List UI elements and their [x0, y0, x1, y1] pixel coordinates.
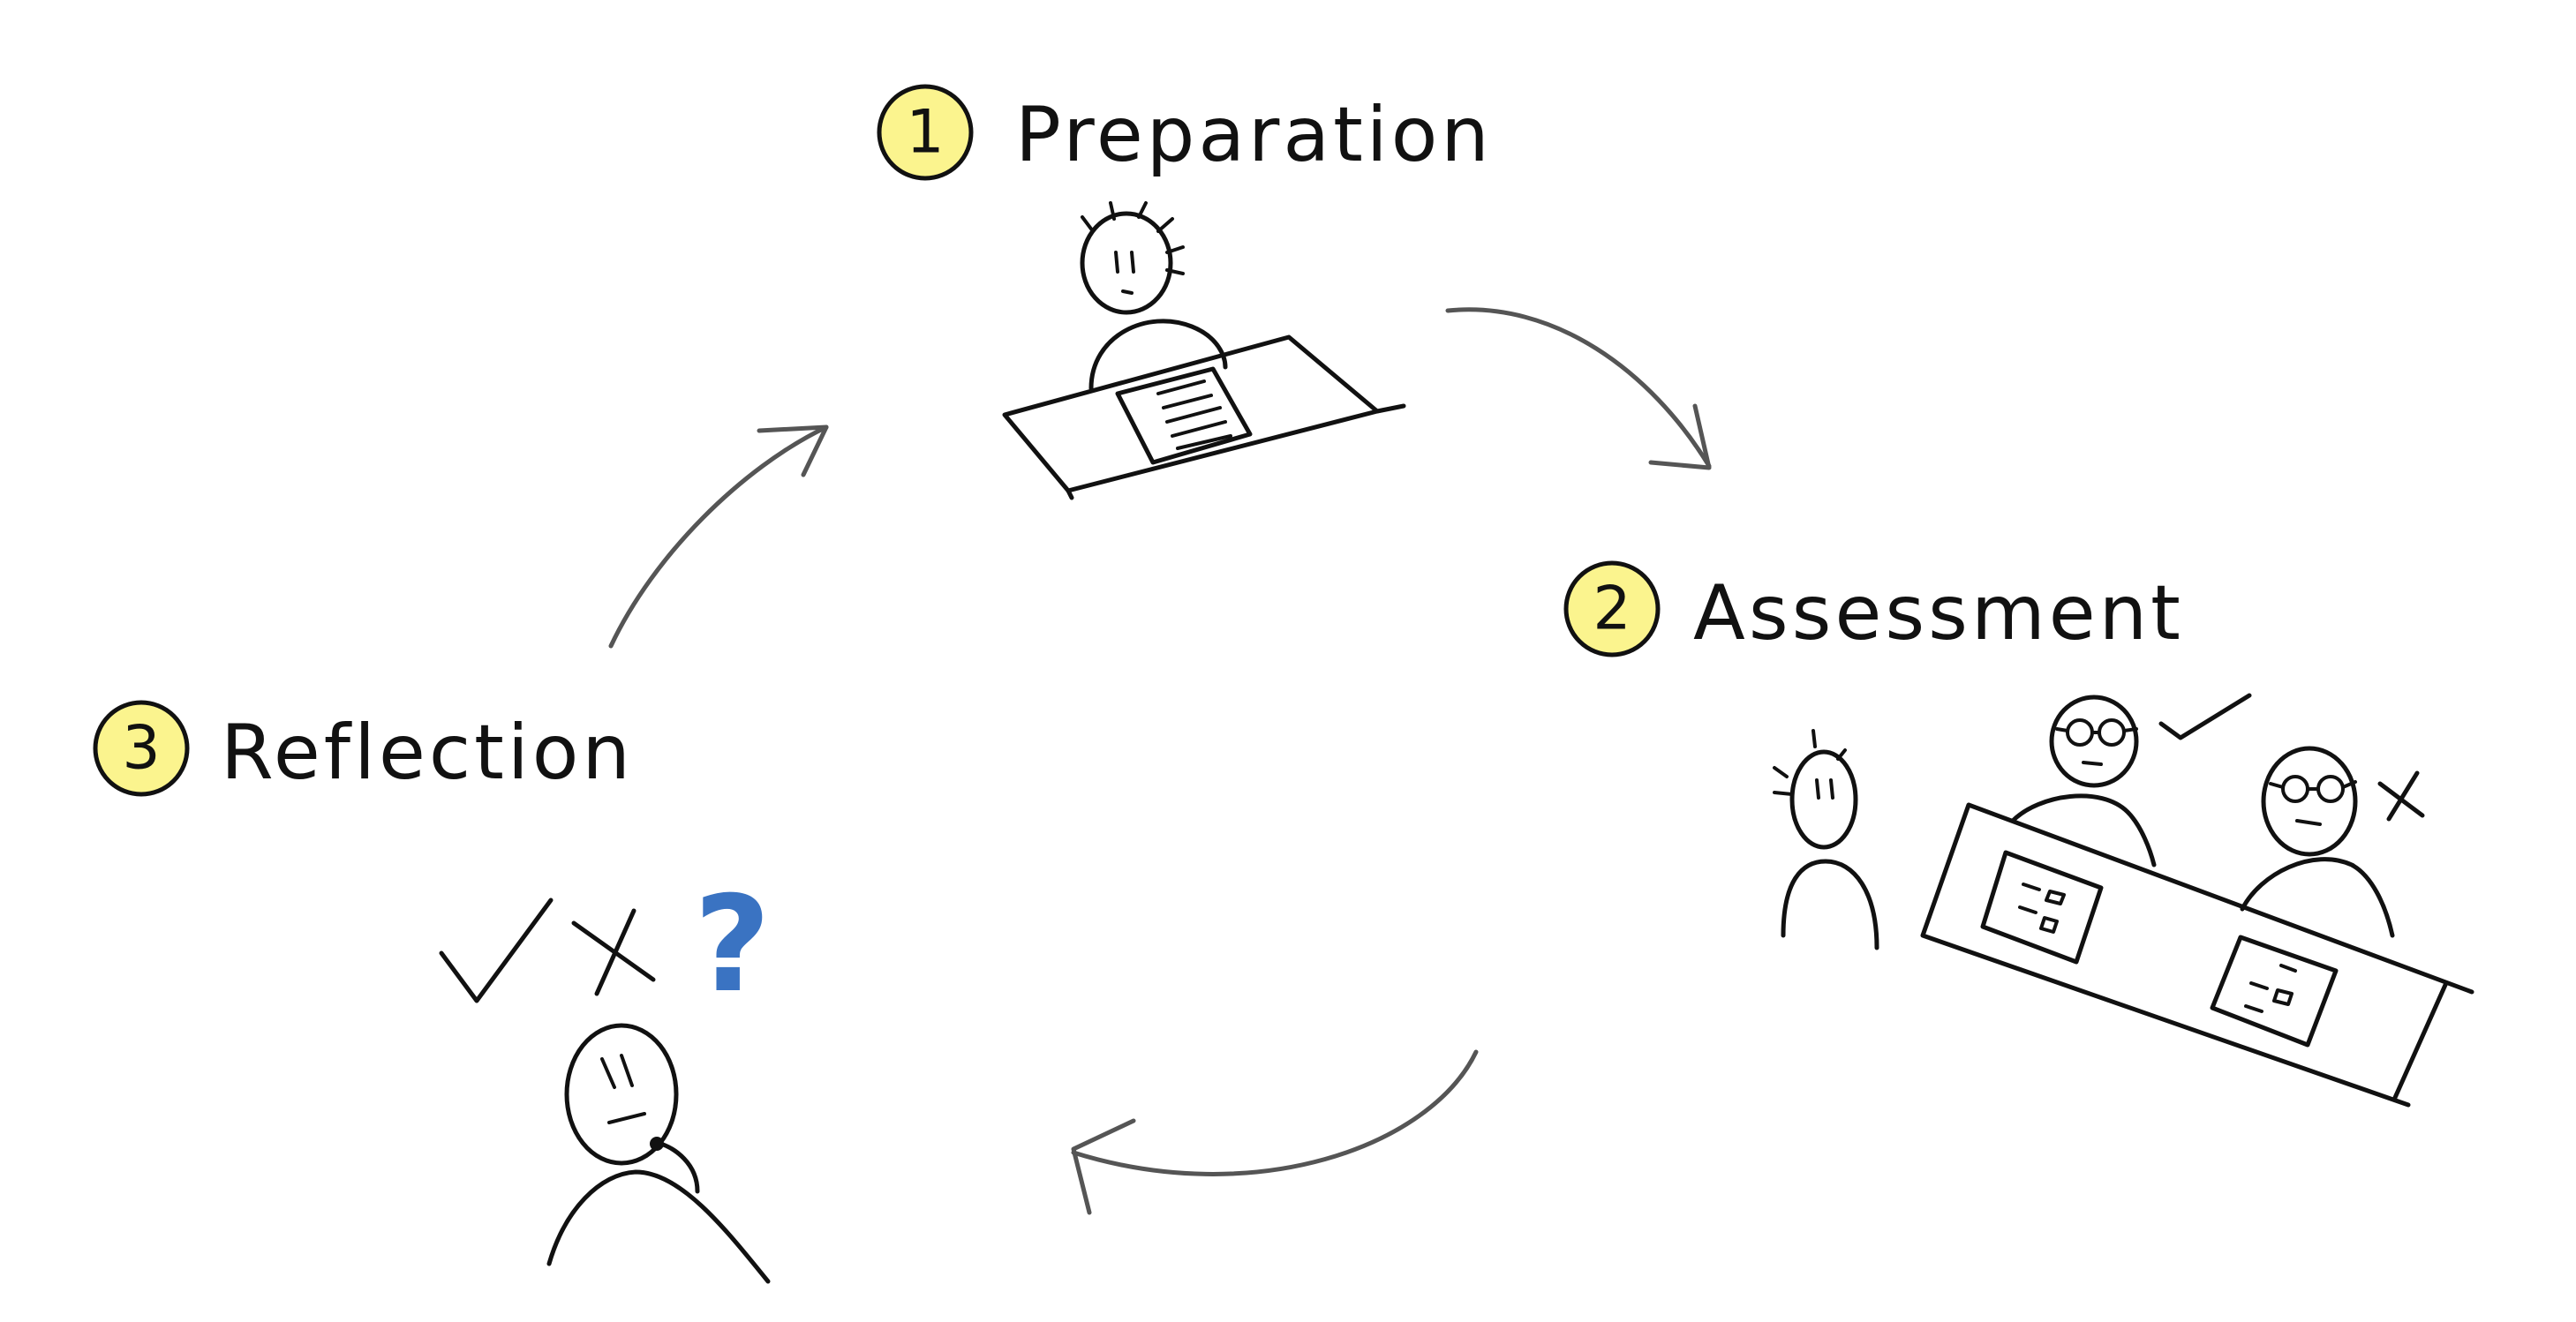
step-preparation: 1 Preparation — [877, 84, 1493, 181]
cycle-arrow-reflection-to-preparation — [608, 424, 829, 649]
check-mark-icon — [439, 898, 554, 1003]
step-title: Preparation — [1015, 91, 1493, 179]
step-reflection: 3 Reflection — [93, 700, 634, 797]
step-number: 2 — [1593, 575, 1631, 644]
step-number: 3 — [122, 714, 160, 784]
approval-check-icon — [2158, 693, 2252, 740]
step-title: Reflection — [221, 709, 634, 797]
cycle-arrow-preparation-to-assessment — [1445, 307, 1712, 470]
step-number-badge — [1563, 560, 1661, 657]
cycle-arrow-assessment-to-reflection — [1071, 1049, 1479, 1215]
step-number: 1 — [906, 98, 944, 168]
assessment-panel-illustration — [1773, 693, 2474, 1108]
rejection-cross-icon — [2377, 770, 2425, 822]
person-preparing-at-desk-illustration — [1002, 201, 1406, 500]
step-number-badge — [877, 84, 974, 181]
step-number-badge — [93, 700, 190, 797]
step-assessment: 2 Assessment — [1563, 560, 2184, 657]
step-title: Assessment — [1693, 569, 2184, 657]
cross-mark-icon — [571, 908, 656, 996]
person-reflecting-illustration: ? — [439, 868, 771, 1284]
question-mark-icon: ? — [694, 868, 771, 1022]
